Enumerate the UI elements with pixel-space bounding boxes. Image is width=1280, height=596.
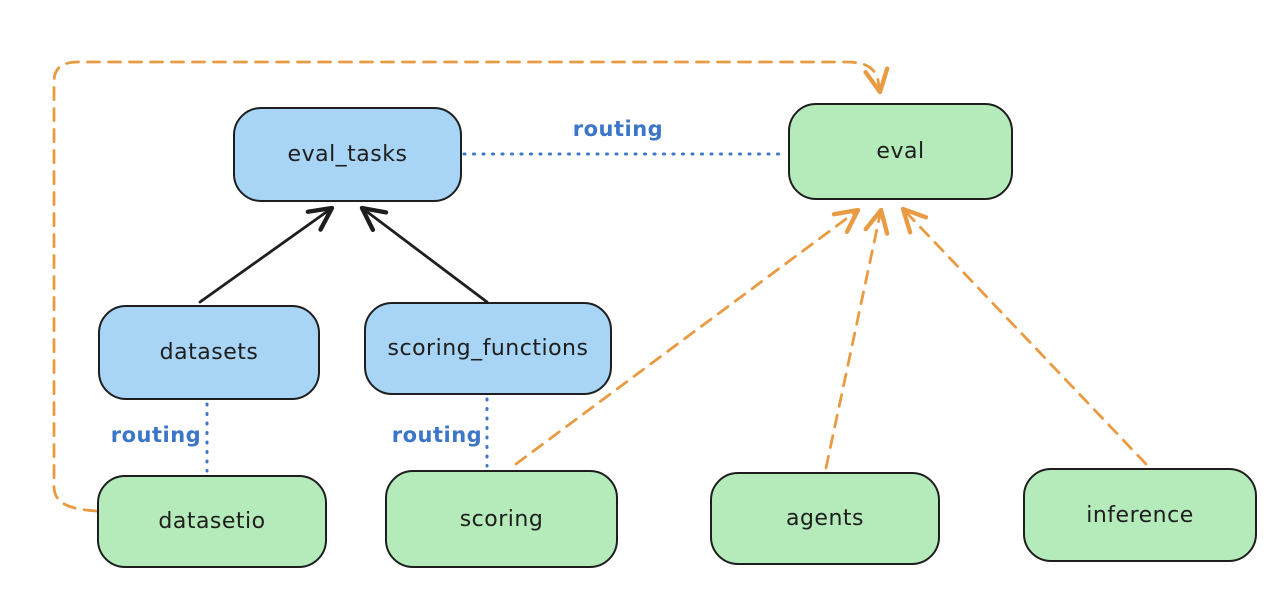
routing-label-scoring-functions-scoring: routing bbox=[391, 423, 483, 447]
node-eval-tasks: eval_tasks bbox=[233, 107, 462, 202]
node-scoring-functions-label: scoring_functions bbox=[387, 336, 589, 361]
edge-agents-to-eval bbox=[824, 207, 890, 470]
node-eval-label: eval bbox=[876, 139, 925, 164]
node-datasets: datasets bbox=[98, 305, 320, 400]
routing-label-eval-tasks-eval: routing bbox=[572, 117, 664, 141]
edge-datasets-to-eval_tasks bbox=[198, 205, 335, 304]
node-scoring-functions: scoring_functions bbox=[364, 302, 612, 395]
edge-scoring_functions-to-eval_tasks bbox=[359, 205, 489, 304]
node-datasetio-label: datasetio bbox=[158, 509, 266, 534]
node-scoring-label: scoring bbox=[459, 506, 544, 532]
node-scoring: scoring bbox=[385, 470, 618, 568]
node-eval: eval bbox=[788, 103, 1013, 200]
node-eval-tasks-label: eval_tasks bbox=[287, 142, 408, 167]
node-inference: inference bbox=[1023, 468, 1257, 562]
node-agents-label: agents bbox=[785, 506, 864, 531]
node-inference-label: inference bbox=[1086, 502, 1194, 528]
node-agents: agents bbox=[710, 472, 940, 565]
edge-datasetio-to-eval bbox=[52, 60, 890, 513]
routing-label-datasets-datasetio: routing bbox=[110, 423, 202, 447]
edge-scoring-to-eval bbox=[514, 207, 861, 466]
edge-inference-to-eval bbox=[900, 206, 1148, 466]
node-datasets-label: datasets bbox=[159, 340, 259, 365]
node-datasetio: datasetio bbox=[97, 475, 327, 568]
